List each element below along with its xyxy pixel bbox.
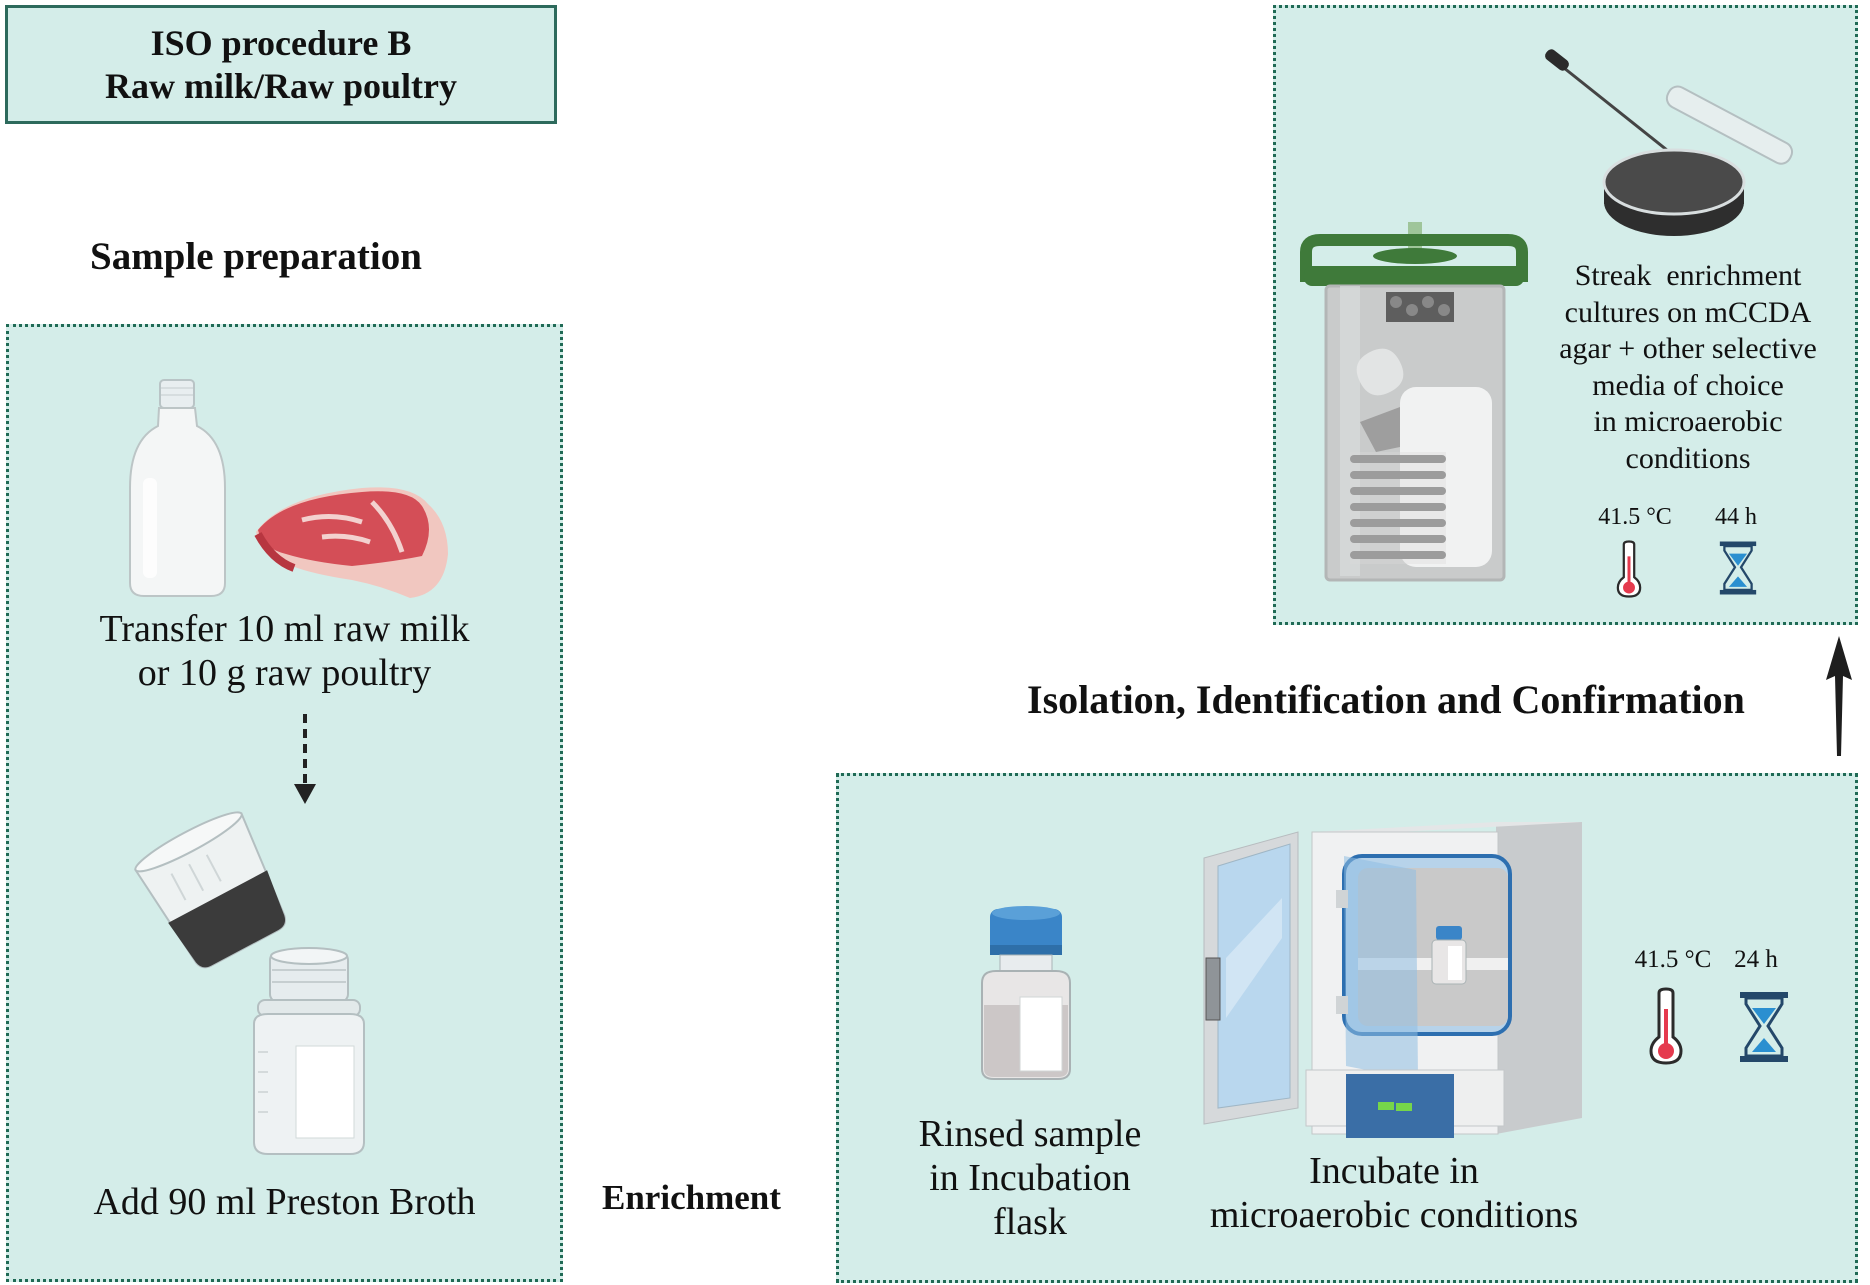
thermometer-icon bbox=[1649, 987, 1683, 1065]
add-broth-caption: Add 90 ml Preston Broth bbox=[93, 1181, 476, 1223]
flask-caption-line1: Rinsed sample bbox=[918, 1113, 1142, 1155]
streak-caption-line2: cultures on mCCDA bbox=[1564, 295, 1812, 329]
transfer-caption-line2: or 10 g raw poultry bbox=[137, 652, 432, 694]
streak-caption-line4: media of choice bbox=[1592, 368, 1784, 402]
dashed-down-arrow-icon bbox=[294, 714, 316, 804]
enrichment-heading: Enrichment bbox=[602, 1178, 781, 1217]
transfer-caption-line1: Transfer 10 ml raw milk bbox=[99, 608, 470, 650]
procedure-title: ISO procedure B bbox=[150, 22, 412, 63]
pouring-beaker-icon bbox=[134, 811, 287, 969]
media-bottle-icon bbox=[253, 947, 365, 1155]
milk-bottle-icon bbox=[129, 379, 226, 597]
isolation-heading: Isolation, Identification and Confirmati… bbox=[1027, 677, 1745, 722]
isolation-duration: 44 h bbox=[1715, 504, 1757, 530]
incubator-icon bbox=[1203, 822, 1582, 1138]
incubate-caption: Incubate in microaerobic conditions bbox=[1184, 1149, 1604, 1237]
petri-dish-icon bbox=[1602, 85, 1794, 236]
anaerobic-jar-icon bbox=[1300, 222, 1528, 582]
procedure-subtitle: Raw milk/Raw poultry bbox=[104, 65, 458, 106]
hourglass-icon-isolation bbox=[1719, 541, 1757, 595]
incubate-caption-line1: Incubate in bbox=[1309, 1150, 1479, 1192]
streak-caption-line1: Streak enrichment bbox=[1574, 259, 1802, 292]
raw-meat-icon bbox=[254, 487, 448, 598]
transfer-sample-caption: Transfer 10 ml raw milk or 10 g raw poul… bbox=[6, 607, 563, 695]
streak-caption-line6: conditions bbox=[1625, 441, 1751, 475]
flask-caption-line3: flask bbox=[993, 1201, 1067, 1243]
procedure-title-box: ISO procedure B Raw milk/Raw poultry bbox=[5, 5, 557, 124]
thermometer-icon-isolation bbox=[1616, 540, 1642, 598]
flask-caption-line2: in Incubation bbox=[929, 1157, 1131, 1199]
flask-caption: Rinsed sample in Incubation flask bbox=[900, 1112, 1160, 1244]
incubation-flask-icon bbox=[981, 906, 1071, 1080]
hourglass-icon bbox=[1740, 992, 1788, 1062]
enrichment-duration: 24 h bbox=[1734, 946, 1778, 973]
enrichment-temperature: 41.5 °C bbox=[1634, 946, 1712, 973]
incubate-caption-line2: microaerobic conditions bbox=[1209, 1194, 1579, 1236]
streak-caption-line5: in microaerobic bbox=[1593, 405, 1783, 438]
isolation-temperature: 41.5 °C bbox=[1598, 504, 1672, 530]
up-arrow-icon bbox=[1826, 636, 1852, 756]
sample-preparation-heading: Sample preparation bbox=[90, 235, 422, 278]
streak-caption-line3: agar + other selective bbox=[1559, 332, 1817, 365]
streak-caption: Streak enrichment cultures on mCCDA agar… bbox=[1533, 258, 1843, 477]
